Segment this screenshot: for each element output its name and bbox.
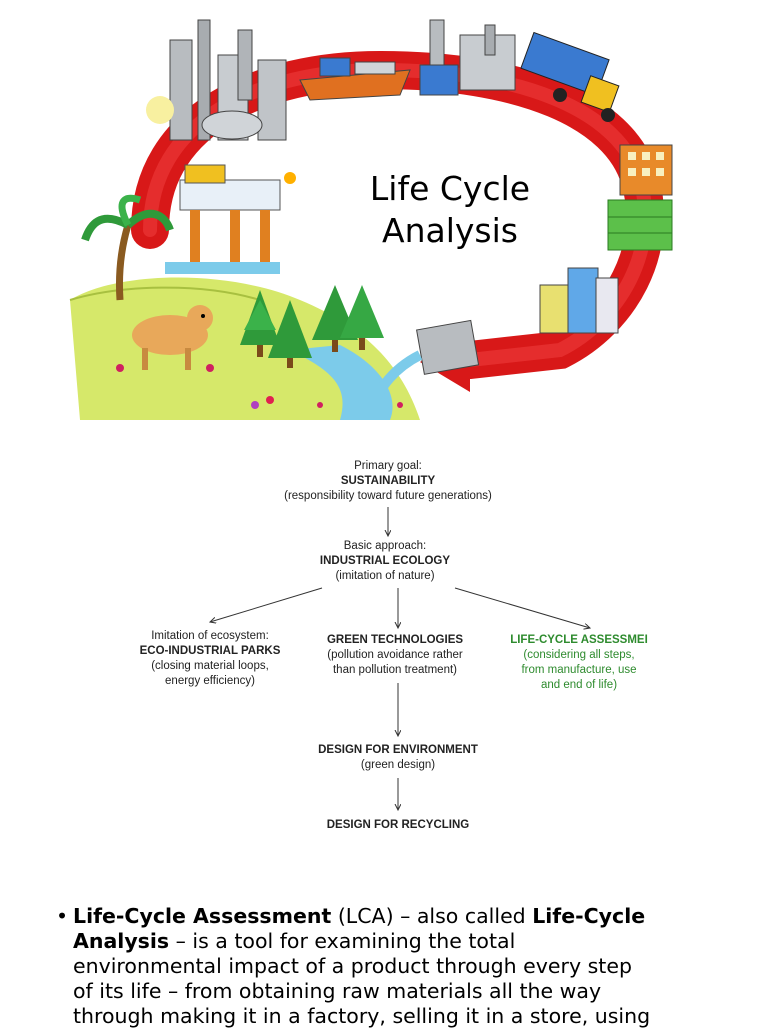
text-line-5: through making it in a factory, selling …: [73, 1004, 651, 1028]
node-life-cycle-assessment: LIFE-CYCLE ASSESSMEI (considering all st…: [498, 633, 660, 693]
node-primary-goal: Primary goal: SUSTAINABILITY (responsibi…: [268, 459, 508, 504]
text-line-2-rest: – is a tool for examining the total: [169, 929, 516, 953]
palm-tree: [81, 194, 174, 301]
dfe-name: DESIGN FOR ENVIRONMENT: [318, 744, 478, 756]
term-lca: Life-Cycle Assessment: [73, 904, 332, 928]
approach-label: Basic approach:: [343, 540, 427, 552]
waste-pipe: [370, 319, 480, 403]
node-green-technologies: GREEN TECHNOLOGIES (pollution avoidance …: [305, 633, 485, 678]
eco-desc-1: (closing material loops,: [151, 660, 269, 672]
pine-trees: [240, 285, 384, 368]
arrow-approach-to-eco: [210, 587, 323, 622]
primary-goal-desc: (responsibility toward future generation…: [284, 490, 492, 502]
factory: [419, 19, 516, 96]
eco-name: ECO-INDUSTRIAL PARKS: [139, 645, 281, 657]
lca-desc-2: from manufacture, use: [521, 664, 637, 676]
bullet-marker: •: [56, 904, 69, 928]
lca-desc-3: and end of life): [540, 679, 618, 691]
green-tech-desc-2: than pollution treatment): [332, 664, 458, 676]
oil-rig: [165, 164, 296, 274]
landscape: [69, 277, 420, 420]
life-cycle-illustration: [69, 19, 673, 420]
primary-goal-name: SUSTAINABILITY: [340, 475, 436, 487]
text-line-4: of its life – from obtaining raw materia…: [73, 979, 602, 1003]
primary-goal-label: Primary goal:: [354, 460, 422, 472]
refinery: [146, 19, 287, 141]
node-design-for-environment: DESIGN FOR ENVIRONMENT (green design): [298, 743, 498, 773]
slide-title: Life Cycle Analysis: [330, 168, 570, 252]
cow: [132, 305, 213, 370]
flowers: [116, 364, 403, 409]
node-design-for-recycling: DESIGN FOR RECYCLING: [298, 818, 498, 833]
dfr-name: DESIGN FOR RECYCLING: [326, 819, 470, 831]
title-line-2: Analysis: [382, 211, 518, 250]
approach-name: INDUSTRIAL ECOLOGY: [319, 555, 451, 567]
building: [619, 144, 673, 196]
tanker-ship: [299, 57, 411, 101]
term-lca-analysis: Life-Cycle Analysis: [73, 904, 646, 953]
approach-desc: (imitation of nature): [335, 570, 435, 582]
lca-definition-bullet: • Life-Cycle Assessment (LCA) – also cal…: [56, 904, 736, 1029]
eco-desc-2: energy efficiency): [165, 675, 255, 687]
product-crates: [607, 199, 673, 251]
arrow-approach-to-lca: [454, 587, 590, 628]
green-tech-desc-1: (pollution avoidance rather: [327, 649, 463, 661]
abbr-text: (LCA) – also called: [331, 904, 533, 928]
dfe-desc: (green design): [360, 759, 436, 771]
lca-name: LIFE-CYCLE ASSESSMEI: [510, 634, 648, 646]
text-line-3: environmental impact of a product throug…: [73, 954, 632, 978]
truck: [520, 31, 620, 122]
consumer-products: [539, 267, 619, 334]
title-line-1: Life Cycle: [369, 169, 531, 208]
node-basic-approach: Basic approach: INDUSTRIAL ECOLOGY (imit…: [300, 539, 470, 584]
lca-desc-1: (considering all steps,: [523, 649, 635, 661]
green-tech-name: GREEN TECHNOLOGIES: [326, 634, 464, 646]
eco-label: Imitation of ecosystem:: [151, 630, 269, 642]
node-eco-industrial-parks: Imitation of ecosystem: ECO-INDUSTRIAL P…: [120, 629, 300, 689]
bullet-text: Life-Cycle Assessment (LCA) – also calle…: [73, 904, 736, 1029]
